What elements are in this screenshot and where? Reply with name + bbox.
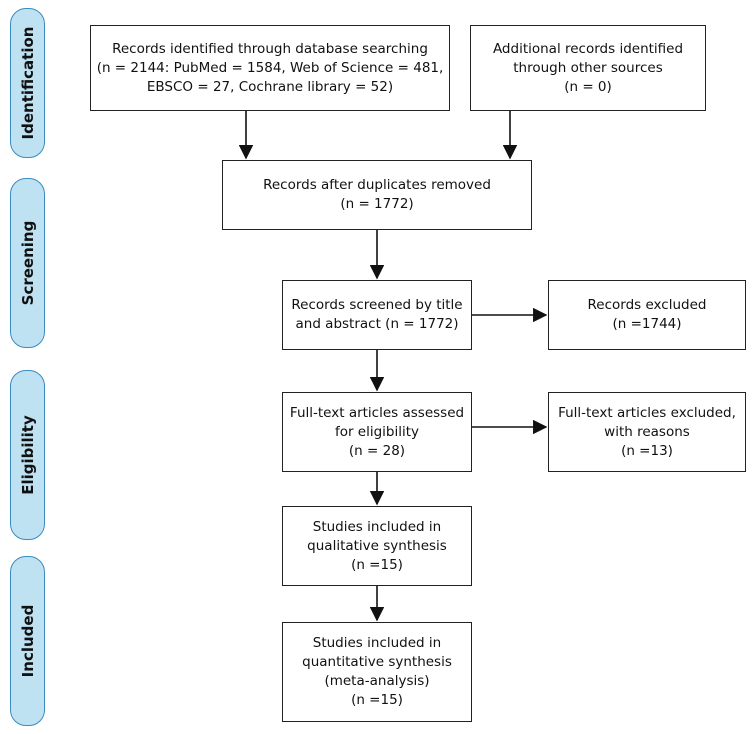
box-screened-line: and abstract (n = 1772) [295, 316, 459, 332]
box-other-line: through other sources [513, 59, 663, 76]
box-qualitative-synthesis: Studies included in qualitative synthesi… [282, 506, 472, 586]
box-duplicates-line: (n = 1772) [340, 196, 414, 212]
box-quantitative-line: (meta-analysis) [324, 673, 430, 689]
box-screened-line: Records screened by title [291, 297, 463, 313]
box-fulltext-assessed: Full-text articles assessed for eligibil… [282, 392, 472, 472]
box-other-sources: Additional records identified through ot… [470, 25, 706, 111]
box-quantitative-line: quantitative synthesis [302, 654, 452, 670]
box-records-screened: Records screened by title and abstract (… [282, 280, 472, 350]
box-quantitative-line: (n =15) [351, 692, 403, 708]
box-fulltext-excluded: Full-text articles excluded, with reason… [548, 392, 746, 472]
box-excluded-line: Records excluded [587, 297, 707, 313]
box-fulltext-excluded-line: Full-text articles excluded, [558, 404, 736, 421]
box-duplicates-line: Records after duplicates removed [263, 177, 491, 193]
stage-screening: Screening [10, 178, 45, 348]
box-fulltext-line: for eligibility [334, 423, 420, 440]
box-quantitative-synthesis: Studies included in quantitative synthes… [282, 622, 472, 722]
box-excluded-line: (n =1744) [612, 316, 682, 332]
box-duplicates-removed: Records after duplicates removed (n = 17… [222, 160, 532, 230]
stage-included: Included [10, 556, 45, 726]
box-qualitative-line: Studies included in [312, 518, 442, 535]
box-fulltext-excluded-line: (n =13) [621, 442, 673, 459]
box-records-excluded: Records excluded (n =1744) [548, 280, 746, 350]
box-qualitative-line: qualitative synthesis [307, 537, 447, 554]
box-fulltext-line: (n = 28) [348, 442, 406, 459]
box-database-records: Records identified through database sear… [90, 25, 450, 111]
box-fulltext-excluded-line: with reasons [604, 423, 690, 440]
box-database-line: (n = 2144: PubMed = 1584, Web of Science… [96, 59, 444, 76]
box-qualitative-line: (n =15) [351, 556, 403, 573]
stage-eligibility: Eligibility [10, 370, 45, 540]
box-database-line: Records identified through database sear… [112, 40, 428, 57]
box-quantitative-line: Studies included in [312, 635, 442, 651]
box-fulltext-line: Full-text articles assessed [289, 404, 465, 421]
stage-identification: Identification [10, 8, 45, 158]
box-database-line: EBSCO = 27, Cochrane library = 52) [146, 78, 394, 95]
box-other-line: (n = 0) [564, 78, 612, 95]
box-other-line: Additional records identified [492, 40, 684, 57]
